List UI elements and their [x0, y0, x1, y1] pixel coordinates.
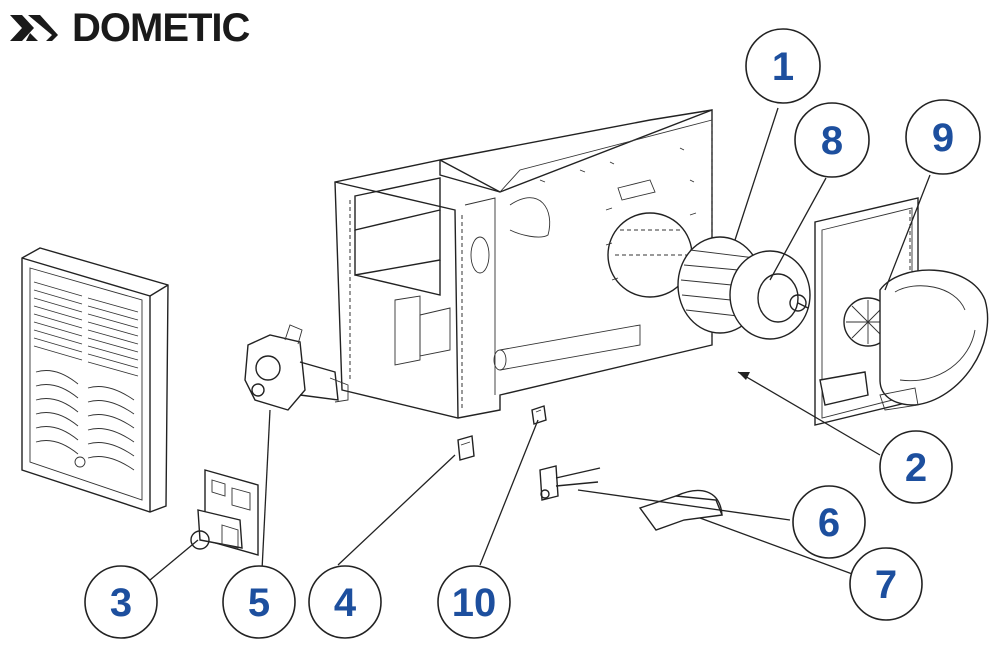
svg-text:1: 1 — [772, 45, 794, 89]
svg-text:5: 5 — [248, 581, 270, 625]
heater-housing — [334, 108, 713, 419]
svg-text:4: 4 — [334, 581, 357, 625]
callout-10: 10 — [437, 565, 511, 639]
svg-text:6: 6 — [818, 501, 840, 545]
callout-1: 1 — [745, 28, 821, 104]
callout-9: 9 — [905, 99, 981, 175]
blower-wheel — [677, 236, 811, 340]
dometic-logo: DOMETIC — [8, 5, 250, 50]
svg-text:3: 3 — [110, 581, 132, 625]
callout-8: 8 — [794, 102, 870, 178]
svg-text:10: 10 — [452, 581, 497, 625]
svg-text:7: 7 — [875, 563, 897, 607]
grille-lower-louvers — [35, 370, 135, 471]
dometic-chevrons-icon — [10, 15, 58, 41]
callout-5: 5 — [222, 565, 296, 639]
svg-text:8: 8 — [821, 119, 843, 163]
svg-text:9: 9 — [932, 116, 954, 160]
gas-valve — [244, 324, 349, 411]
callout-3: 3 — [84, 565, 158, 639]
grille-upper-louvers — [33, 281, 139, 377]
callout-6: 6 — [792, 485, 866, 559]
brand-name: DOMETIC — [72, 5, 250, 50]
svg-text:2: 2 — [905, 446, 927, 490]
callout-7: 7 — [849, 547, 923, 621]
igniter-sensor — [539, 465, 723, 531]
control-board — [190, 469, 259, 556]
limit-switch — [531, 405, 547, 425]
combustion-blower — [814, 197, 989, 426]
rocker-switch — [457, 435, 475, 461]
callout-4: 4 — [308, 565, 382, 639]
callout-2: 2 — [879, 430, 953, 504]
leader-lines — [149, 107, 931, 581]
front-grille — [21, 247, 169, 513]
